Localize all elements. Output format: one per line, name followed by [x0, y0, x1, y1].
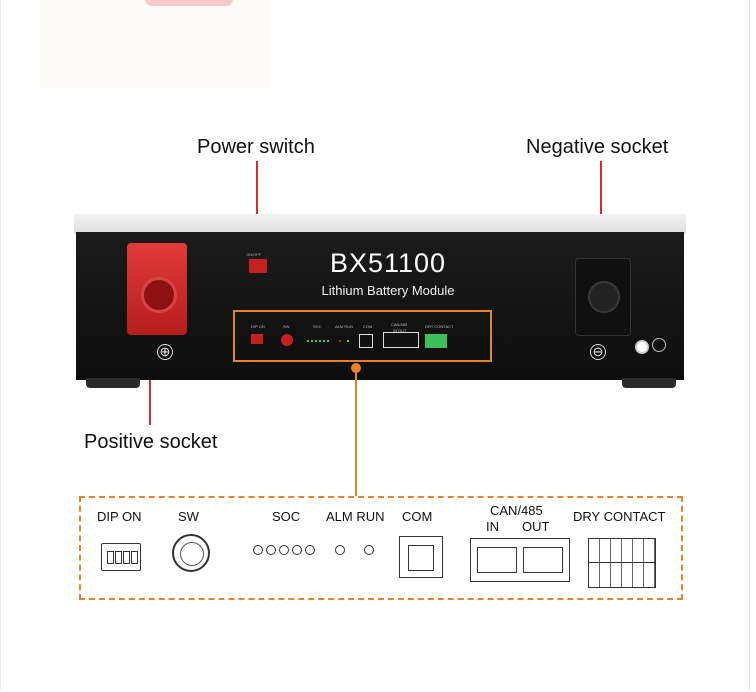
plus-symbol-icon: ⊕	[157, 344, 173, 360]
power-switch-label: Power switch	[197, 136, 315, 158]
panel-com-port[interactable]	[359, 334, 373, 348]
panel-com-label: COM	[363, 324, 373, 329]
dry-contact-terminal[interactable]	[588, 538, 656, 588]
positive-socket-leader	[149, 347, 151, 425]
panel-alm-run-label: ALM RUN	[335, 324, 354, 329]
dip-switch[interactable]	[101, 543, 141, 571]
minus-symbol-icon: ⊖	[590, 344, 606, 360]
detail-dip-on-label: DIP ON	[97, 509, 142, 524]
ground-symbol-icon	[652, 338, 666, 352]
soc-led-5	[305, 545, 315, 555]
detail-alm-run-label: ALM RUN	[326, 509, 385, 524]
detail-dry-contact-label: DRY CONTACT	[573, 509, 666, 524]
run-led	[364, 545, 374, 555]
positive-socket[interactable]	[127, 243, 187, 335]
panel-dip-label: DIP ON	[251, 324, 265, 329]
detail-in-label: IN	[486, 519, 499, 534]
panel-soc-label: SOC	[313, 324, 322, 329]
panel-run-led	[347, 340, 349, 342]
battery-top-cover	[74, 214, 686, 234]
panel-alm-led	[339, 340, 341, 342]
detail-com-label: COM	[402, 509, 433, 524]
panel-sw-label: SW	[283, 324, 290, 329]
alm-led	[335, 545, 345, 555]
soc-led-4	[292, 545, 302, 555]
positive-socket-label: Positive socket	[84, 431, 218, 453]
soc-led-2	[266, 545, 276, 555]
positive-socket-hole	[141, 277, 177, 313]
battery-foot-right	[622, 378, 676, 388]
panel-in-out-label: IN OUT	[393, 328, 407, 333]
power-switch-mini-label: ON/OFF	[246, 252, 262, 257]
control-panel: DIP ON SW SOC ALM RUN COM CAN/485 IN OUT…	[233, 310, 492, 362]
negative-socket-leader	[600, 161, 602, 255]
sw-button[interactable]	[172, 534, 210, 572]
negative-socket[interactable]	[575, 258, 631, 336]
detail-soc-label: SOC	[272, 509, 301, 524]
interface-detail-box	[79, 496, 683, 600]
ground-screw	[635, 340, 649, 354]
soc-led-1	[253, 545, 263, 555]
panel-sw-button[interactable]	[281, 334, 293, 346]
top-pill-fragment	[145, 0, 233, 6]
com-port[interactable]	[399, 536, 443, 578]
panel-dry-label: DRY CONTACT	[425, 324, 454, 329]
panel-dip-switch[interactable]	[251, 334, 263, 344]
negative-socket-hole	[588, 281, 620, 313]
battery-foot-left	[86, 378, 140, 388]
battery-subtitle: Lithium Battery Module	[321, 283, 455, 298]
panel-dry-contact[interactable]	[425, 334, 447, 348]
soc-led-3	[279, 545, 289, 555]
panel-can-ports[interactable]	[383, 332, 419, 348]
power-switch-leader	[256, 161, 258, 233]
detail-can485-label: CAN/485	[490, 503, 543, 518]
panel-soc-leds	[307, 340, 329, 342]
panel-can-label: CAN/485	[391, 322, 408, 327]
can485-ports[interactable]	[470, 538, 570, 582]
power-switch[interactable]	[249, 259, 267, 273]
panel-leader	[355, 368, 357, 496]
battery-model: BX51100	[329, 248, 447, 278]
negative-socket-label: Negative socket	[526, 136, 669, 158]
detail-sw-label: SW	[178, 509, 199, 524]
top-image-fragment	[40, 0, 270, 88]
detail-out-label: OUT	[522, 519, 550, 534]
